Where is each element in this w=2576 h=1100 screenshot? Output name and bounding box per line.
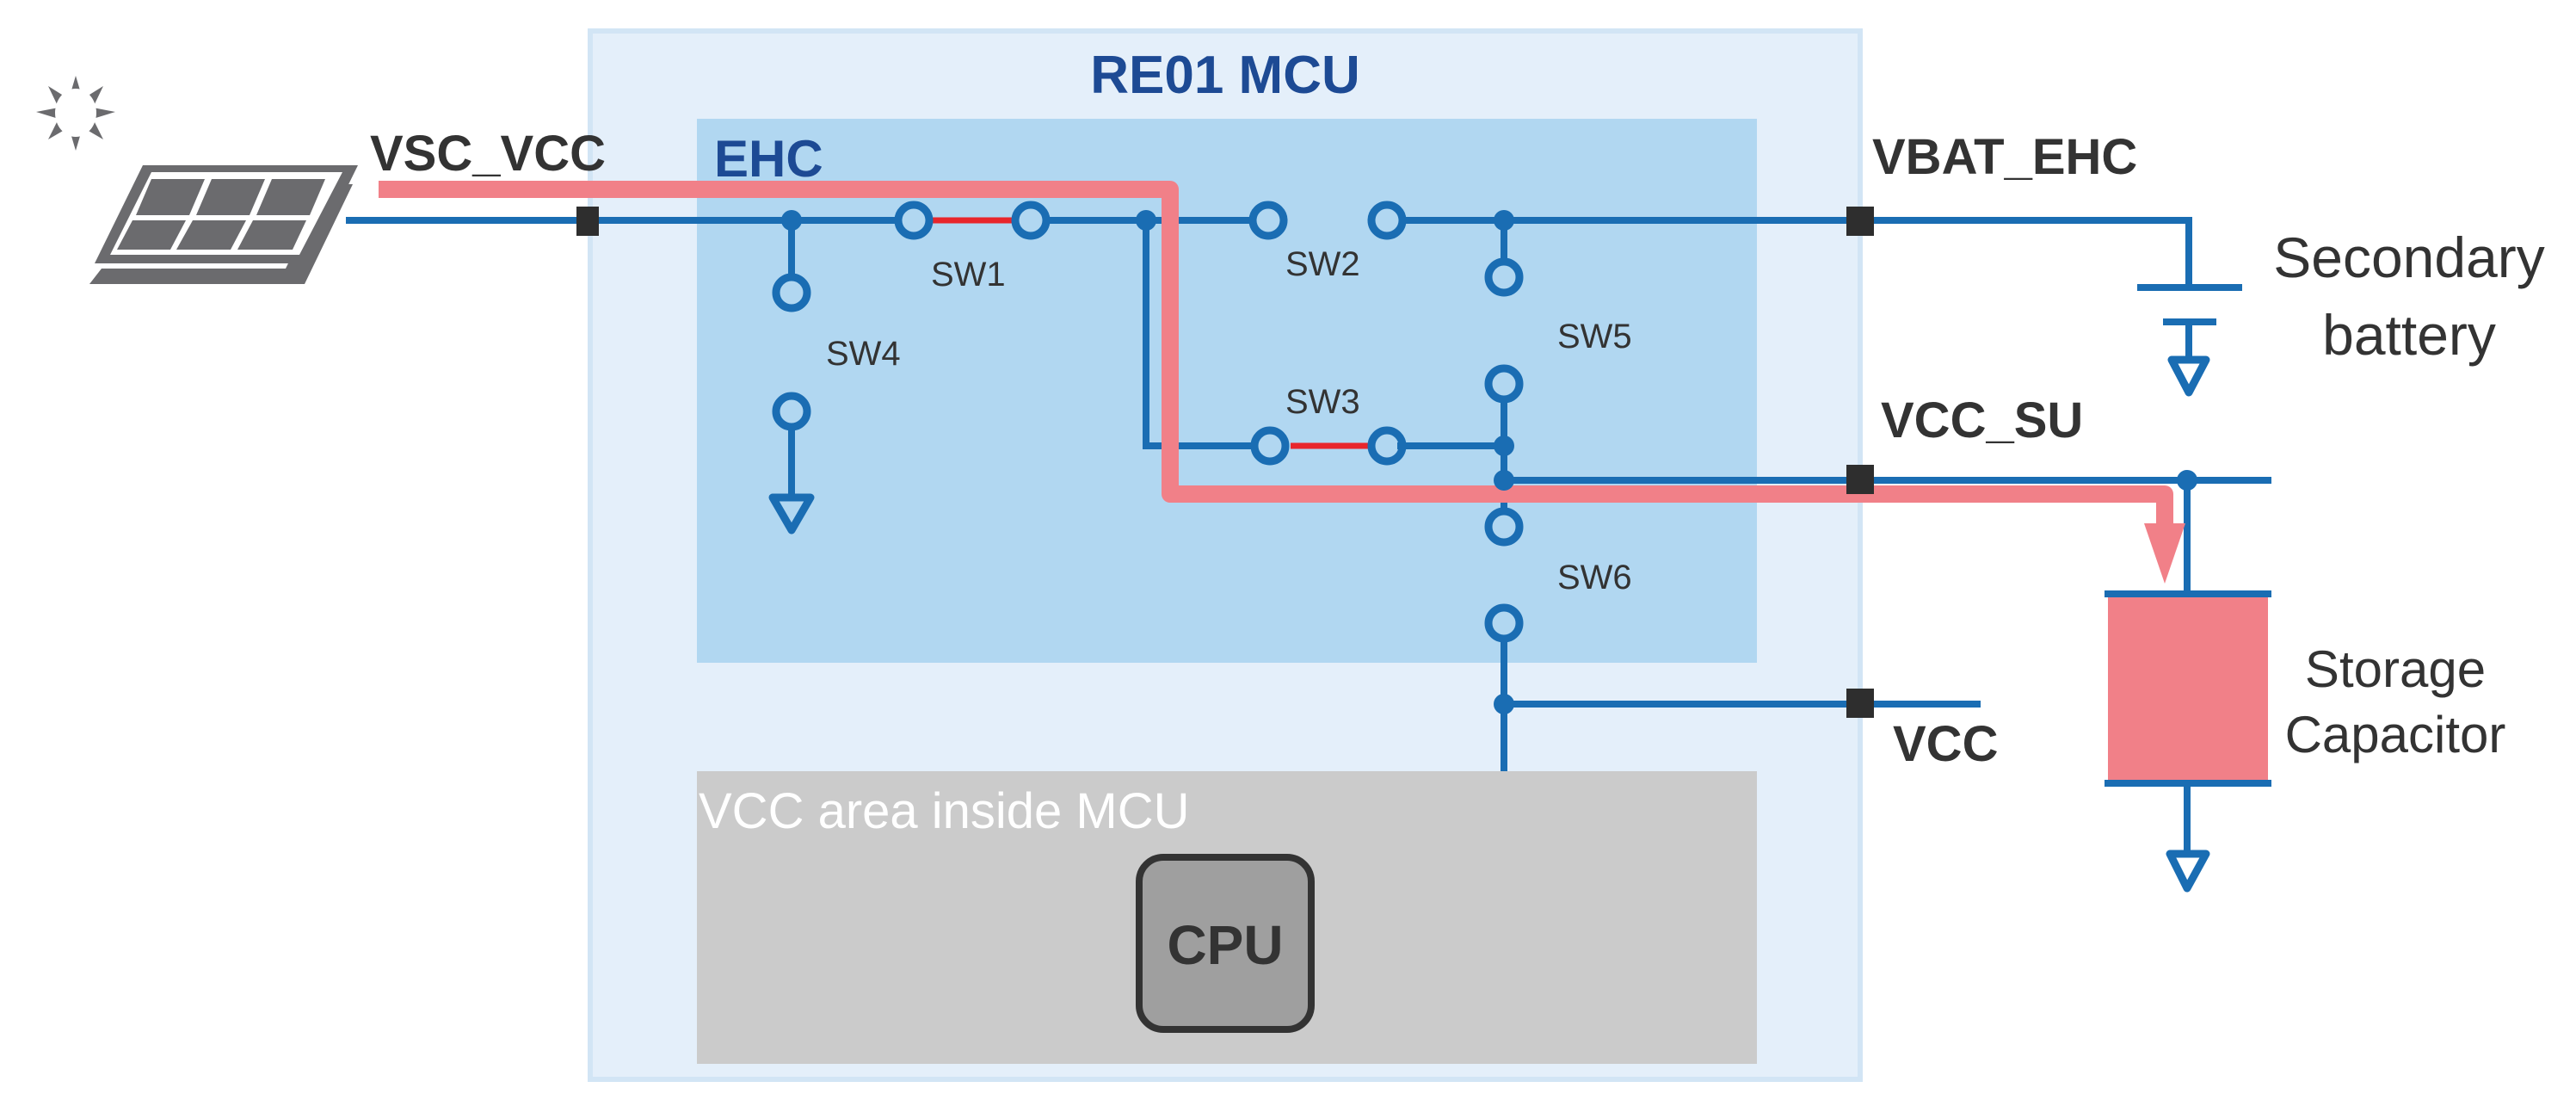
sw2-label: SW2	[1285, 245, 1360, 283]
vsc-vcc-label: VSC_VCC	[370, 126, 606, 182]
mcu-title: RE01 MCU	[1090, 46, 1360, 105]
current-path-arrow	[2144, 523, 2185, 584]
vbat-ehc-label: VBAT_EHC	[1872, 129, 2137, 185]
junction-node	[1494, 210, 1514, 231]
storage-capacitor	[2105, 590, 2271, 787]
secondary-battery-label-line1: Secondary	[2273, 226, 2545, 289]
ground-icon-sw4	[768, 493, 815, 535]
switch-sw1	[894, 201, 1051, 240]
storage-capacitor-label-line2: Capacitor	[2285, 706, 2506, 763]
pin-pad-vcc-su	[1846, 465, 1874, 494]
wire-vbat-battery	[1867, 217, 2192, 286]
ground-icon-battery	[2167, 355, 2210, 397]
junction-node	[781, 210, 802, 231]
wire-node-to-sw3	[1143, 220, 1251, 449]
ehc-title: EHC	[714, 130, 823, 188]
switch-sw6	[1484, 507, 1524, 643]
vcc-su-label: VCC_SU	[1881, 392, 2083, 448]
switch-sw4	[772, 273, 811, 431]
switch-sw2	[1248, 201, 1407, 240]
sw4-label: SW4	[826, 335, 901, 373]
sw1-label: SW1	[931, 256, 1006, 294]
switch-sw5	[1484, 257, 1524, 404]
sw5-label: SW5	[1557, 318, 1632, 355]
pin-pad-vsc-vcc	[576, 207, 599, 236]
junction-node	[1494, 470, 1514, 491]
ground-icon-capacitor	[2166, 850, 2210, 893]
junction-node	[2177, 470, 2197, 491]
secondary-battery-label-line2: battery	[2322, 303, 2496, 367]
sw3-label: SW3	[1285, 383, 1360, 421]
cpu-label: CPU	[1167, 914, 1283, 976]
pin-pad-vcc	[1846, 689, 1874, 718]
sw6-label: SW6	[1557, 559, 1632, 596]
ehc-block	[697, 119, 1757, 663]
sun-icon	[36, 76, 115, 151]
pin-pad-vbat-ehc	[1846, 207, 1874, 236]
junction-node	[1494, 436, 1514, 456]
vcc-area-label: VCC area inside MCU	[699, 783, 1190, 839]
vcc-label: VCC	[1893, 716, 1998, 772]
junction-node	[1494, 694, 1514, 714]
junction-node	[1136, 210, 1156, 231]
solar-panel-icon	[36, 76, 358, 284]
current-path	[379, 181, 2173, 525]
storage-capacitor-label-line1: Storage	[2305, 640, 2486, 698]
switch-sw3	[1250, 426, 1407, 466]
cpu-chip: CPU	[1136, 854, 1315, 1033]
